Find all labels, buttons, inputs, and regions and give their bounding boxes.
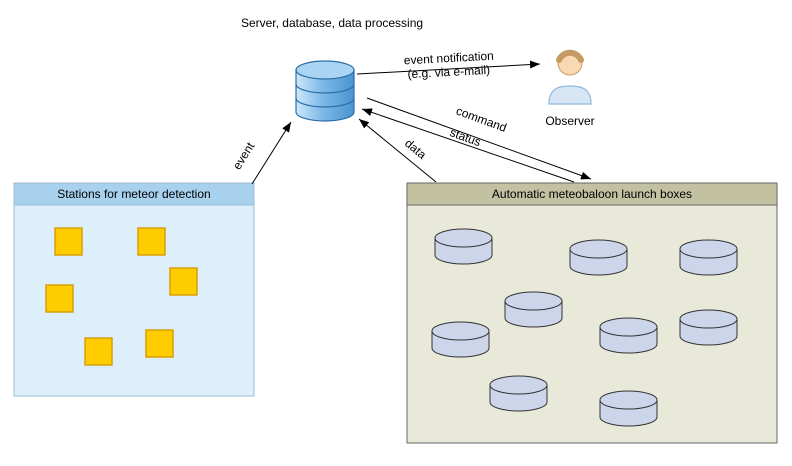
meteor-station-node xyxy=(84,337,113,366)
launch-box-node xyxy=(599,390,658,427)
meteor-station-node xyxy=(145,329,174,358)
stations-box-title: Stations for meteor detection xyxy=(57,187,210,201)
meteor-station-node xyxy=(169,267,198,296)
launch-box-node xyxy=(431,321,490,358)
event-notification-label-line2: (e.g. via e-mail) xyxy=(407,63,490,81)
event-arrow-label: event xyxy=(230,139,258,172)
server-database-icon xyxy=(295,60,355,122)
observer-hair xyxy=(556,49,584,63)
arrows-layer xyxy=(251,60,592,185)
stations-box-header xyxy=(13,182,255,206)
launch-box-node xyxy=(599,317,658,354)
server-label: Server, database, data processing xyxy=(241,16,423,30)
observer-body xyxy=(548,85,592,105)
event-notification-label-line1: event notification xyxy=(403,49,494,68)
event-arrow xyxy=(251,121,292,185)
status-arrow xyxy=(361,108,575,183)
launch-box-node xyxy=(679,309,738,346)
launch-box-node xyxy=(569,239,628,276)
meteor-station-node xyxy=(137,227,166,256)
launch-box-node xyxy=(679,239,738,276)
stations-box: Stations for meteor detection xyxy=(13,182,255,397)
launch-box-node xyxy=(504,291,563,328)
launch-box-title: Automatic meteobaloon launch boxes xyxy=(492,187,692,201)
launch-box-header xyxy=(406,182,778,206)
meteor-station-node xyxy=(54,227,83,256)
launch-box-node xyxy=(489,375,548,412)
observer-label: Observer xyxy=(545,114,594,128)
launch-boxes-container: Automatic meteobaloon launch boxes xyxy=(406,182,778,444)
command-arrow xyxy=(366,97,592,180)
meteor-station-node xyxy=(45,284,74,313)
data-arrow xyxy=(358,118,437,183)
launch-box-node xyxy=(434,228,493,265)
event-notification-arrow xyxy=(356,60,541,75)
status-arrow-label: status xyxy=(448,125,483,149)
observer-icon xyxy=(548,49,592,105)
